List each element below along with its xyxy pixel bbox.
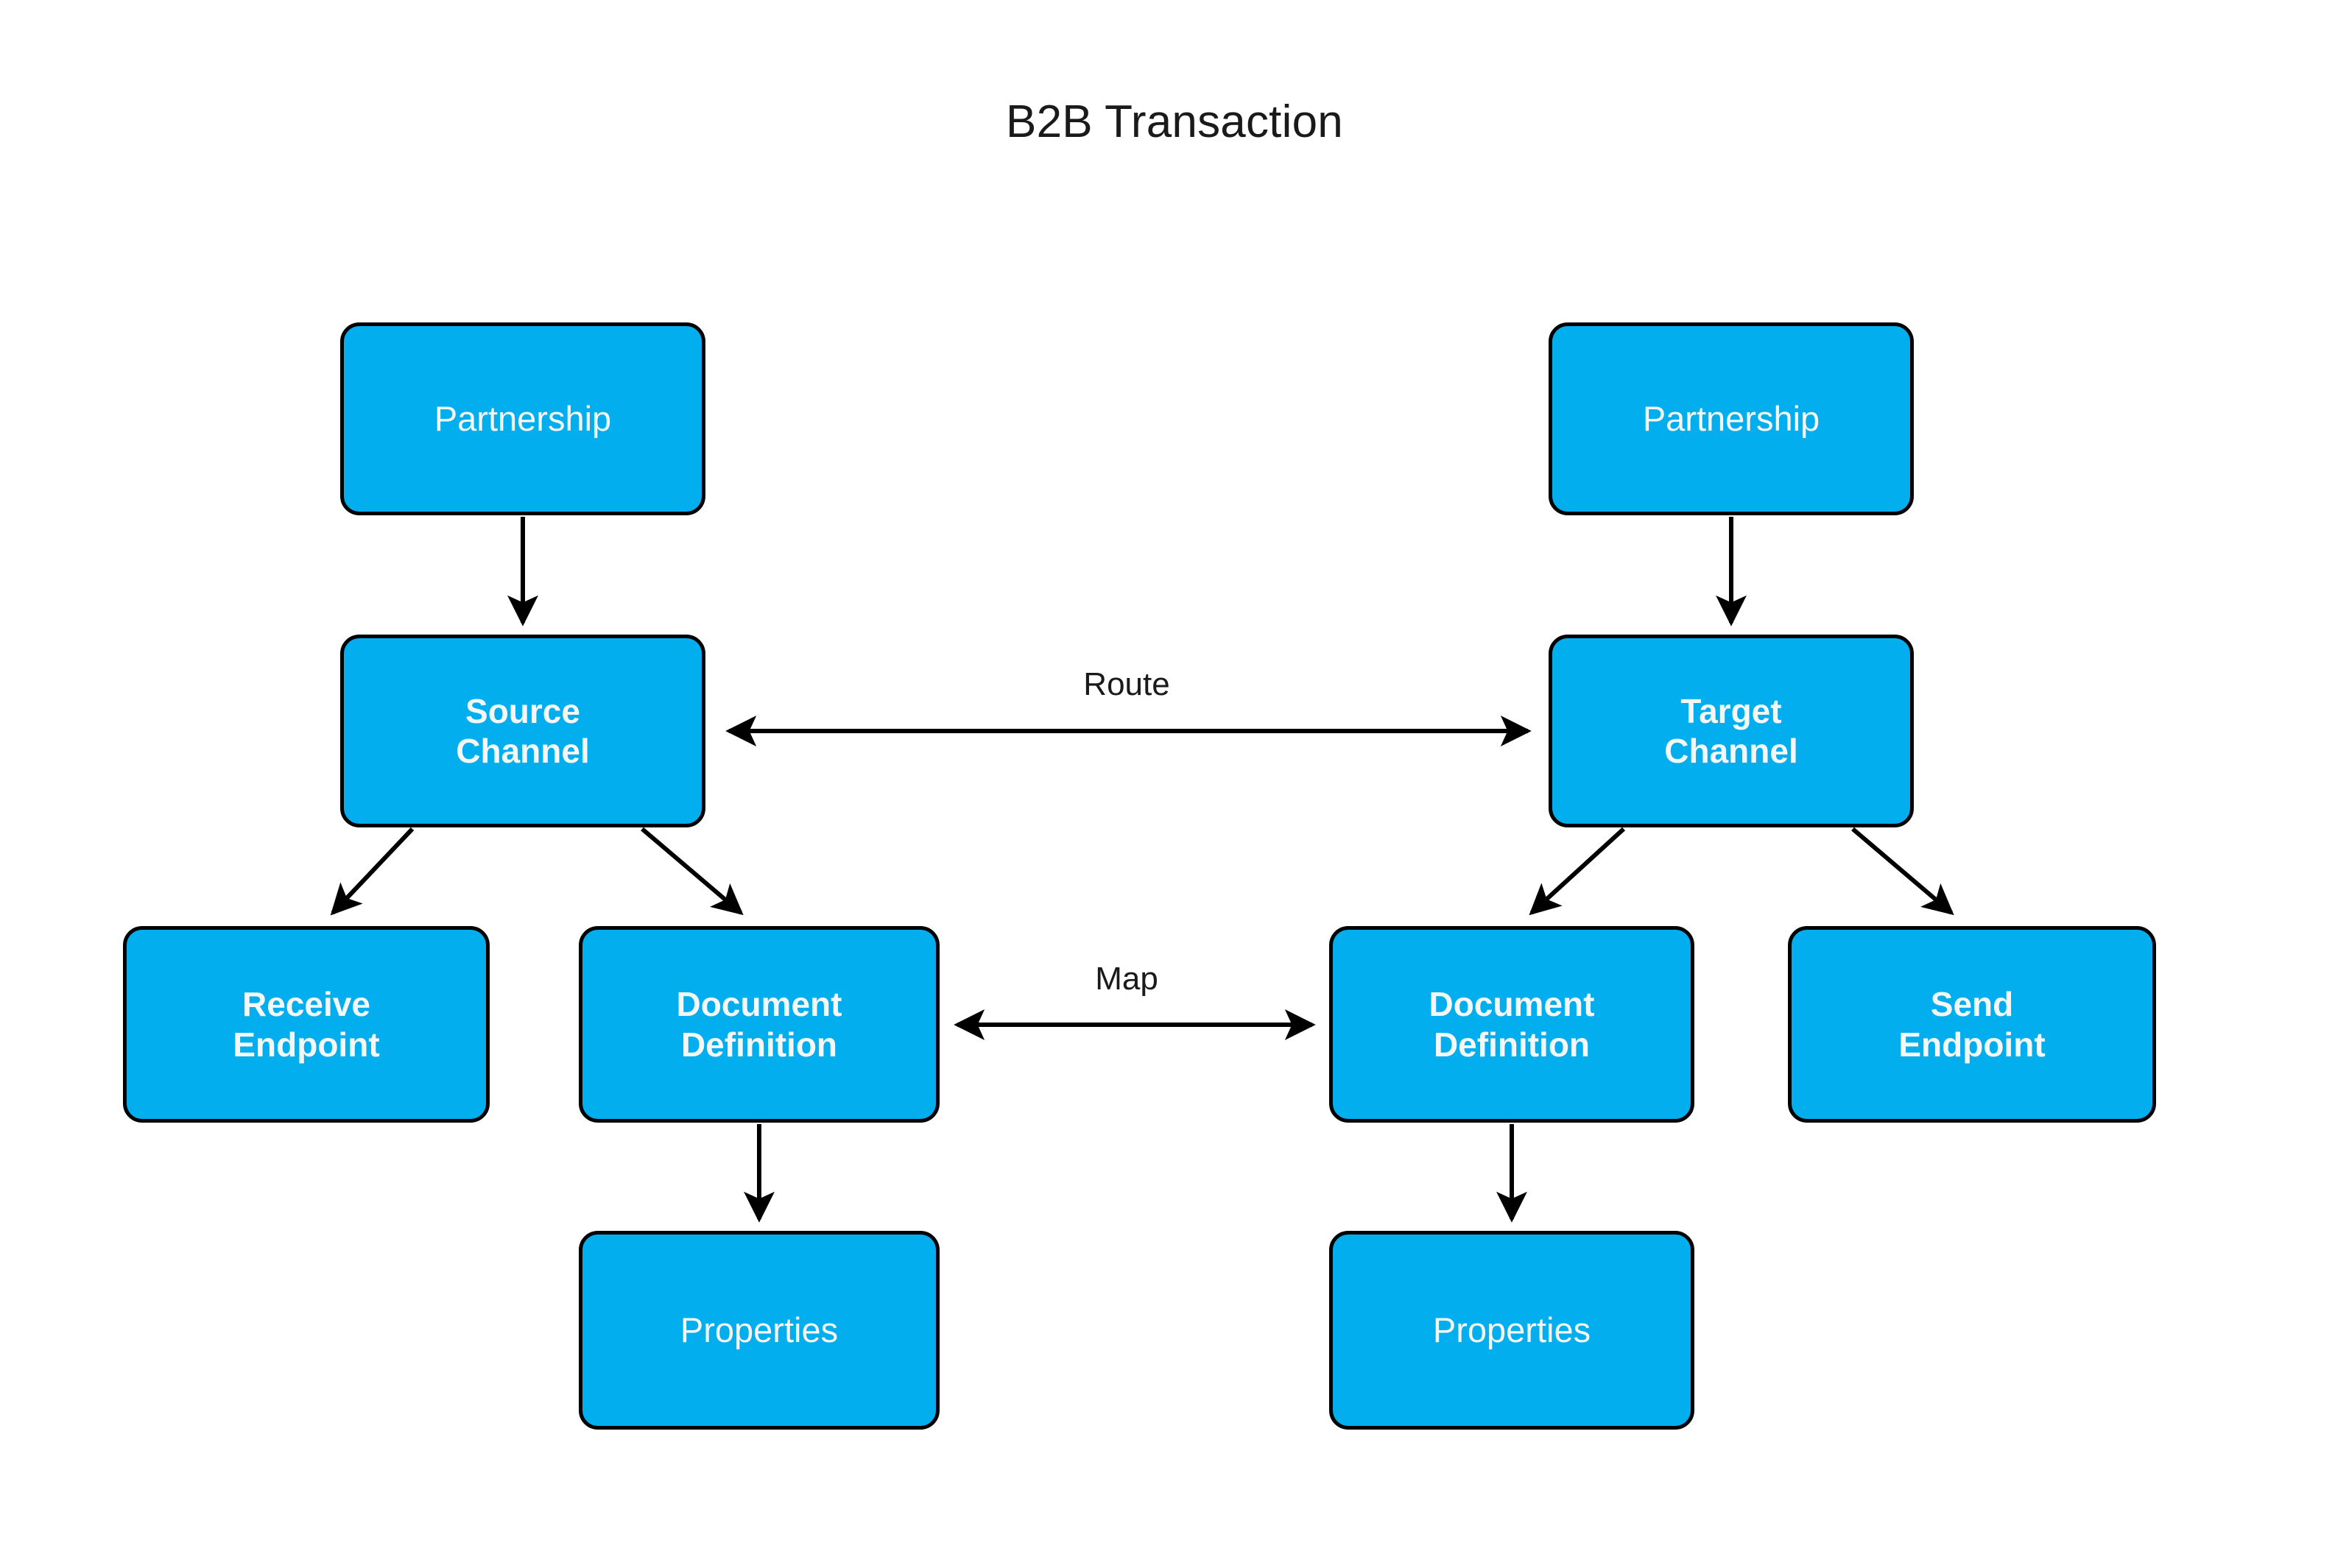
edge-target-channel-to-document-definition-right — [1529, 827, 1626, 916]
node-partnership-right[interactable]: Partnership — [1549, 322, 1914, 515]
node-send-endpoint[interactable]: Send Endpoint — [1788, 926, 2156, 1123]
node-document-definition-right[interactable]: Document Definition — [1329, 926, 1694, 1123]
edge-source-channel-to-document-definition-left — [641, 827, 744, 916]
node-receive-endpoint[interactable]: Receive Endpoint — [123, 926, 490, 1123]
edge-target-channel-to-send-endpoint — [1851, 827, 1954, 916]
edge-label-map: Map — [1095, 961, 1158, 997]
node-properties-right[interactable]: Properties — [1329, 1231, 1694, 1430]
node-partnership-left[interactable]: Partnership — [340, 322, 705, 515]
edge-source-channel-to-receive-endpoint — [330, 827, 415, 916]
node-properties-left[interactable]: Properties — [579, 1231, 940, 1430]
node-target-channel[interactable]: Target Channel — [1549, 635, 1914, 827]
page-title: B2B Transaction — [1006, 96, 1343, 147]
node-document-definition-left[interactable]: Document Definition — [579, 926, 940, 1123]
edge-label-route: Route — [1083, 666, 1170, 702]
node-source-channel[interactable]: Source Channel — [340, 635, 705, 827]
